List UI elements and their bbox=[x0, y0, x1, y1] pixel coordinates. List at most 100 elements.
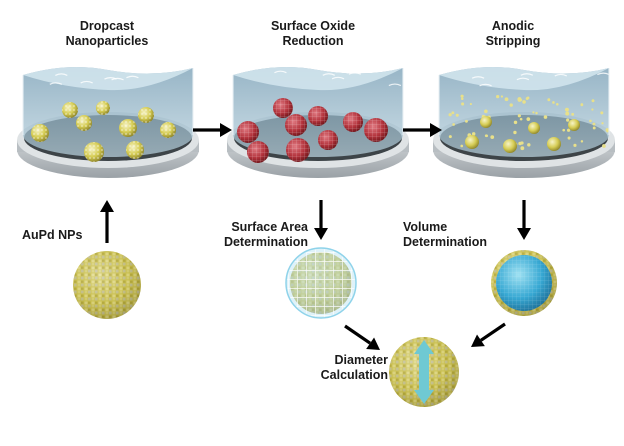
dissolved-ion bbox=[602, 144, 606, 148]
dissolved-ion bbox=[591, 99, 595, 103]
arrow-head bbox=[314, 228, 328, 240]
arrow-shaft bbox=[344, 324, 372, 345]
dissolved-ion bbox=[520, 146, 525, 151]
dissolved-ion bbox=[567, 136, 571, 140]
dissolved-ion bbox=[526, 117, 531, 121]
arrow-head bbox=[220, 123, 232, 137]
electrolyte-water bbox=[439, 66, 609, 157]
label-surface-oxide-reduction: Surface Oxide Reduction bbox=[270, 19, 356, 48]
dissolved-ion bbox=[562, 128, 566, 132]
arrow-shaft bbox=[480, 322, 506, 342]
water-surface bbox=[23, 66, 193, 91]
nanoparticle-texture bbox=[138, 107, 154, 123]
water-ripple bbox=[516, 77, 530, 81]
beaker-anodic-stripping bbox=[433, 66, 615, 178]
dissolved-ion bbox=[469, 102, 472, 106]
nanoparticle-texture bbox=[84, 142, 104, 162]
oxidized-nanoparticle-texture bbox=[308, 106, 328, 126]
dissolved-ion bbox=[518, 141, 522, 146]
stripped-nanoparticle bbox=[503, 139, 517, 153]
dissolved-ion bbox=[571, 112, 575, 116]
arrow-surface-to-diameter bbox=[344, 324, 380, 350]
water-ripple bbox=[55, 73, 68, 76]
aupd-nanoparticle bbox=[73, 251, 141, 319]
dissolved-ion bbox=[564, 107, 569, 112]
surface-area-sphere bbox=[285, 247, 357, 319]
oxidized-nanoparticle-texture bbox=[247, 141, 269, 163]
dissolved-ion bbox=[484, 134, 488, 138]
oxidized-nanoparticle-texture bbox=[343, 112, 363, 132]
dissolved-ion bbox=[452, 123, 455, 126]
oxidized-nanoparticle-texture bbox=[273, 98, 293, 118]
dissolved-ion bbox=[565, 111, 570, 116]
dissolved-ion bbox=[601, 122, 604, 125]
dissolved-ion bbox=[535, 111, 538, 115]
water-ripple bbox=[597, 72, 610, 76]
beaker-dropcast bbox=[17, 66, 199, 178]
glass-wall bbox=[22, 68, 194, 135]
water-ripple bbox=[331, 76, 345, 80]
label-aupd-nps: AuPd NPs bbox=[22, 228, 83, 242]
arrow-head bbox=[100, 200, 114, 212]
nanoparticle-texture bbox=[119, 119, 137, 137]
nanoparticle-texture bbox=[76, 115, 92, 131]
oxidized-nanoparticle-texture bbox=[364, 118, 388, 142]
arrow-head bbox=[517, 228, 531, 240]
beaker-oxide-reduction bbox=[227, 66, 409, 178]
dissolved-ion bbox=[490, 135, 495, 140]
arrow-head bbox=[471, 334, 485, 347]
oxidized-nanoparticle-texture bbox=[285, 114, 307, 136]
surface-grid bbox=[287, 249, 355, 317]
dissolved-ion bbox=[455, 113, 459, 117]
water-ripple bbox=[80, 80, 93, 84]
stripped-nanoparticle bbox=[465, 135, 479, 149]
dissolved-ion bbox=[522, 100, 526, 104]
label-dropcast: Dropcast Nanoparticles bbox=[65, 19, 149, 48]
dissolved-ion bbox=[460, 97, 464, 101]
glass-wall bbox=[232, 68, 404, 135]
dissolved-ion bbox=[527, 143, 531, 147]
nanoparticle-texture bbox=[160, 122, 176, 138]
diameter-arrow-shaft bbox=[419, 352, 429, 394]
dissolved-ion bbox=[566, 128, 571, 132]
dissolved-ion bbox=[448, 113, 452, 117]
water-ripple bbox=[471, 76, 485, 79]
dissolved-ion bbox=[589, 119, 592, 123]
dissolved-ion bbox=[552, 101, 555, 104]
dissolved-ion bbox=[460, 94, 464, 98]
dissolved-ion bbox=[504, 97, 509, 102]
oxidized-nanoparticle-texture bbox=[237, 121, 259, 143]
surface-area-outline bbox=[285, 247, 357, 319]
label-volume-determination: Volume Determination bbox=[403, 220, 488, 249]
dissolved-ion bbox=[513, 120, 518, 125]
dissolved-ion bbox=[556, 102, 559, 106]
particle-shading bbox=[73, 251, 141, 319]
dissolved-ion bbox=[606, 129, 609, 133]
dissolved-ion bbox=[517, 97, 522, 102]
dissolved-ion bbox=[566, 118, 570, 122]
dissolved-ion bbox=[513, 130, 517, 135]
dissolved-ion bbox=[448, 135, 452, 139]
arrow-to-surface-area bbox=[314, 200, 328, 240]
water-ripple bbox=[388, 83, 402, 87]
water-ripple bbox=[479, 83, 492, 87]
arrow-head bbox=[366, 337, 380, 350]
oxidized-nanoparticle-texture bbox=[286, 138, 310, 162]
arrow-volume-to-diameter bbox=[471, 322, 506, 347]
water-ripple bbox=[322, 73, 336, 76]
dissolved-ion bbox=[580, 140, 584, 143]
volume-sphere bbox=[491, 250, 557, 316]
dissolved-ion bbox=[517, 114, 521, 118]
dissolved-ion bbox=[464, 119, 468, 123]
dissolved-ion bbox=[484, 109, 488, 114]
diameter-sphere bbox=[389, 337, 459, 407]
nanoparticle-texture bbox=[126, 141, 144, 159]
dissolved-ion bbox=[471, 132, 476, 136]
water-ripple bbox=[126, 75, 139, 79]
label-surface-area-determination: Surface Area Determination bbox=[223, 220, 308, 249]
oxidized-nanoparticle-texture bbox=[318, 130, 338, 150]
dissolved-ion bbox=[519, 117, 523, 121]
dissolved-ion bbox=[525, 97, 529, 100]
